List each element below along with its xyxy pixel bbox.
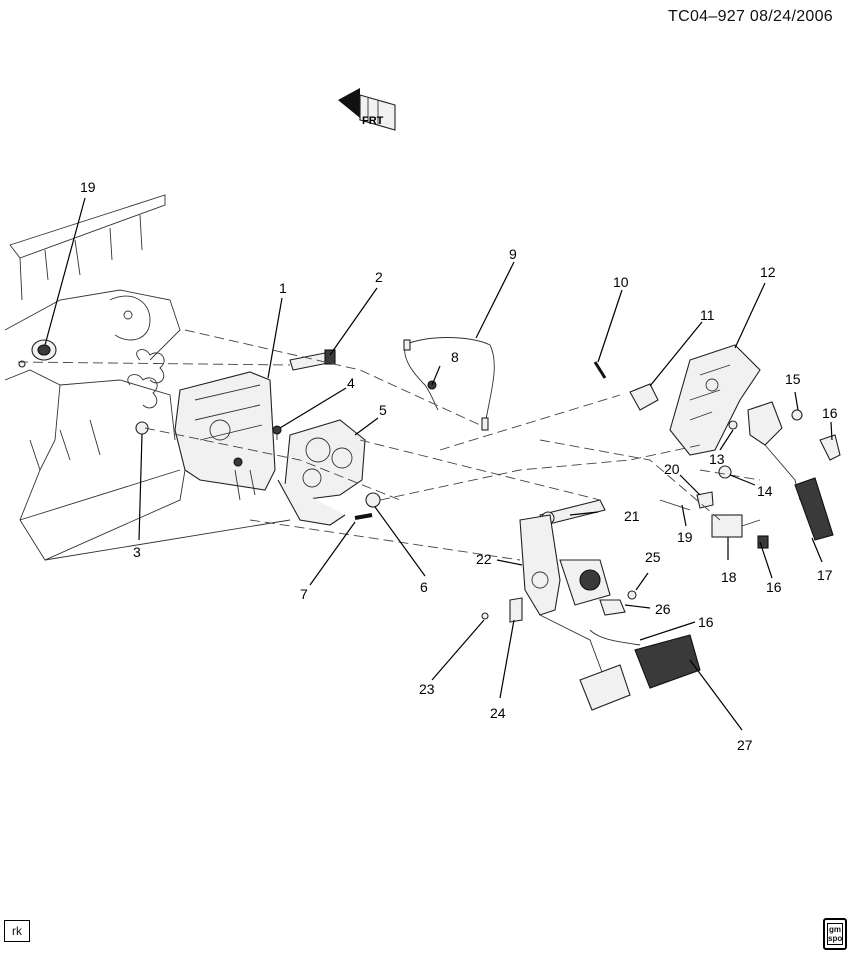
callout-18: 18 bbox=[721, 569, 737, 585]
callout-4: 4 bbox=[347, 375, 355, 391]
callout-16-b: 16 bbox=[766, 579, 782, 595]
callout-2: 2 bbox=[375, 269, 383, 285]
cable-9 bbox=[403, 337, 495, 431]
callout-26: 26 bbox=[655, 601, 671, 617]
callout-24: 24 bbox=[490, 705, 506, 721]
brand-logo-icon: gm spo bbox=[823, 918, 847, 950]
callout-11: 11 bbox=[700, 307, 715, 323]
frt-arrow-icon: FRT bbox=[338, 88, 396, 131]
projection-lines bbox=[17, 329, 761, 561]
callout-20: 20 bbox=[664, 461, 680, 477]
callout-25: 25 bbox=[645, 549, 661, 565]
callout-7: 7 bbox=[300, 586, 308, 602]
accelerator-pedal-17 bbox=[718, 401, 841, 541]
callout-13: 13 bbox=[709, 451, 725, 467]
callout-16-a: 16 bbox=[822, 405, 838, 421]
pedal-bracket-1 bbox=[174, 371, 276, 501]
isolator-19 bbox=[18, 339, 57, 368]
switch-18 bbox=[659, 491, 769, 549]
callout-6: 6 bbox=[420, 579, 428, 595]
callout-16-c: 16 bbox=[698, 614, 714, 630]
callout-1: 1 bbox=[279, 280, 287, 296]
callout-labels: 19 1 2 4 5 3 6 7 8 9 10 11 12 13 14 15 1… bbox=[80, 179, 838, 753]
leader-lines bbox=[44, 197, 833, 731]
header: TC04–927 08/24/2006 bbox=[0, 0, 851, 40]
callout-5: 5 bbox=[379, 402, 387, 418]
mounting-plate-5 bbox=[277, 419, 366, 526]
frt-arrow-label: FRT bbox=[362, 115, 384, 127]
sensor-assembly-12 bbox=[593, 344, 761, 456]
callout-14: 14 bbox=[757, 483, 773, 499]
callout-3: 3 bbox=[133, 544, 141, 560]
callout-19-b: 19 bbox=[677, 529, 693, 545]
callout-27: 27 bbox=[737, 737, 753, 753]
brand-logo-text: gm spo bbox=[827, 923, 843, 945]
callout-10: 10 bbox=[613, 274, 629, 290]
dash-panel-structure bbox=[4, 194, 291, 561]
callout-21: 21 bbox=[624, 508, 640, 524]
callout-12: 12 bbox=[760, 264, 776, 280]
callout-17: 17 bbox=[817, 567, 833, 583]
callout-15: 15 bbox=[785, 371, 801, 387]
callout-9: 9 bbox=[509, 246, 517, 262]
callout-22: 22 bbox=[476, 551, 492, 567]
author-initials-badge: rk bbox=[4, 920, 30, 942]
callout-23: 23 bbox=[419, 681, 435, 697]
document-id: TC04–927 08/24/2006 bbox=[668, 8, 833, 25]
brake-pedal-assembly-22 bbox=[481, 499, 701, 711]
callout-8: 8 bbox=[451, 349, 459, 365]
fasteners bbox=[135, 349, 381, 520]
callout-19: 19 bbox=[80, 179, 96, 195]
